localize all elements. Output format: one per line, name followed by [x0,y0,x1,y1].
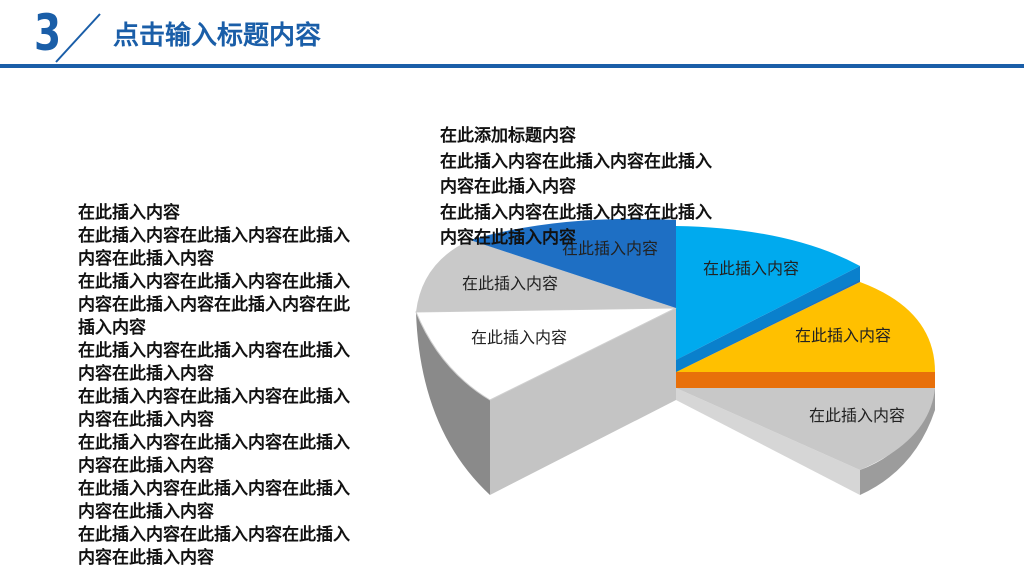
pie-slice-yellow-top [676,282,935,372]
pie-label-cyan: 在此插入内容 [703,259,799,278]
pie-label-blue: 在此插入内容 [562,239,658,258]
divider-slash-icon [55,13,101,63]
pie-label-white: 在此插入内容 [471,328,567,347]
pie-slice-white-outer-side [416,312,490,495]
left-text-block: 在此插入内容 在此插入内容在此插入内容在此插入内容在此插入内容 在此插入内容在此… [78,203,350,568]
section-number: 3 [34,4,62,62]
pie-slice-white-top [415,307,677,401]
pie-slice-gray-right-outer-side [860,388,935,495]
pie-slice-blue-top [470,218,676,308]
header-divider [0,64,1024,68]
pie-slice-gray-right-side [676,388,860,495]
pie-slice-cyan-side [676,266,860,372]
pie-slice-orange [676,372,935,388]
pie-label-gray-right: 在此插入内容 [809,406,905,425]
pie-label-lightgray: 在此插入内容 [462,274,558,293]
header: 3 点击输入标题内容 [0,0,1024,72]
top-text-block: 在此添加标题内容 在此插入内容在此插入内容在此插入 内容在此插入内容 在此插入内… [440,126,712,248]
pie-slice-lightgray-top [416,240,676,312]
pie-label-yellow: 在此插入内容 [795,326,891,345]
pie-slice-cyan-top [676,226,860,360]
pie-slice-white-front-side [490,308,676,495]
pie-slice-gray-right-top [676,388,935,470]
page-title: 点击输入标题内容 [113,21,322,51]
